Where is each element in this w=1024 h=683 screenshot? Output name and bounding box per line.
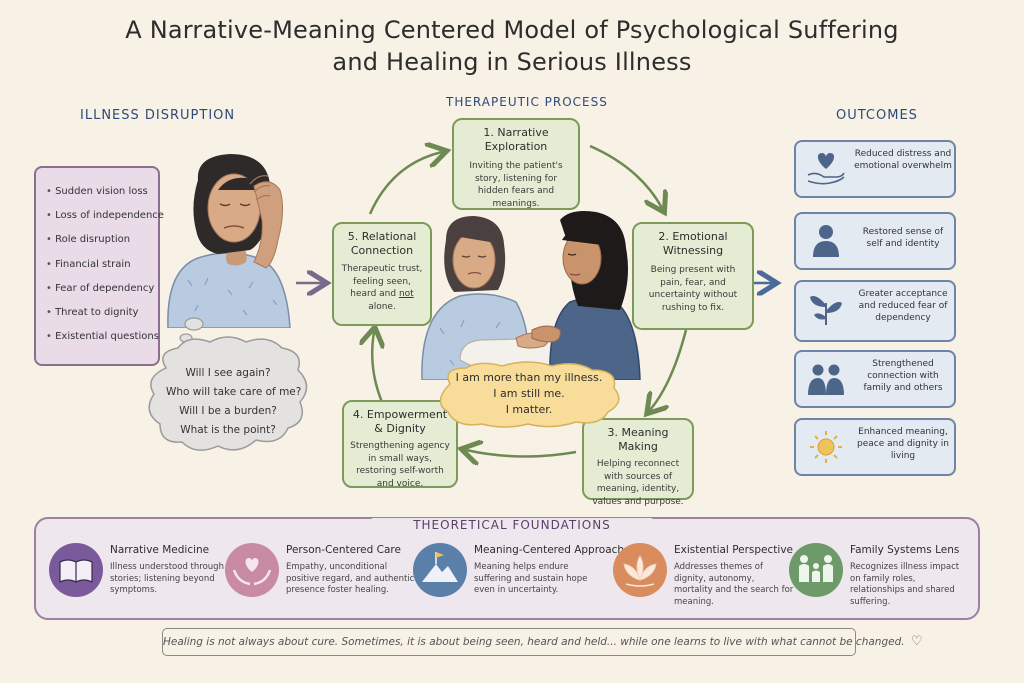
disruption-item: Fear of dependency (46, 277, 154, 301)
affirmation-text: I am more than my illness. I am still me… (438, 364, 620, 426)
sun-icon (810, 431, 842, 463)
outcome-card: Restored sense of self and identity (794, 212, 956, 270)
disruption-item: Sudden vision loss (46, 180, 150, 204)
affirmation-cloud (439, 361, 620, 428)
process-step-3: 3. Meaning Making Helping reconnect with… (582, 418, 694, 507)
thought-line: Will I see again? (185, 367, 271, 379)
step-desc: Therapeutic trust, feeling seen, heard a… (340, 263, 424, 313)
disruption-heading: Illness Disruption (80, 108, 236, 123)
hands-heart-icon (225, 543, 279, 597)
foundation-title: Existential Perspective (674, 544, 794, 556)
outcome-text: Reduced distress and emotional overwhelm (854, 149, 952, 171)
affirmation-line: I matter. (505, 403, 553, 416)
step-title: 5. Relational Connection (347, 230, 417, 257)
footer-quote: Healing is not always about cure. Someti… (162, 628, 923, 656)
outcome-card: Enhanced meaning, peace and dignity in l… (794, 418, 956, 476)
step-title: 2. Emotional Witnessing (658, 230, 728, 257)
arrow-step3-to-step4 (466, 450, 577, 457)
family-icon (789, 543, 843, 597)
foundation-desc: Recognizes illness impact on family role… (850, 562, 960, 607)
foundation-item: Person-Centered Care Empathy, unconditio… (224, 540, 414, 612)
thought-cloud (148, 317, 308, 451)
thought-line: What is the point? (180, 424, 276, 436)
disruption-item: Financial strain (46, 253, 150, 277)
process-step-4: 4. Empowerment & Dignity Strengthening a… (342, 400, 458, 489)
outcome-text: Enhanced meaning, peace and dignity in l… (857, 427, 949, 461)
title-line-2: and Healing in Serious Illness (332, 48, 692, 76)
arrow-step4-to-step5 (372, 332, 382, 403)
step-desc-part: Therapeutic trust, feeling seen, heard a… (341, 264, 423, 299)
step-desc: Helping reconnect with sources of meanin… (592, 459, 684, 507)
arrow-step2-to-step3 (650, 329, 688, 410)
heart-outline-icon: ♡ (910, 634, 923, 649)
foundation-item: Meaning-Centered Approach Meaning helps … (412, 540, 624, 612)
heart-hand-icon (807, 153, 845, 185)
step-desc-part: alone. (368, 301, 396, 312)
thought-line: Will I be a burden? (179, 405, 277, 417)
foundation-desc: Meaning helps endure suffering and susta… (474, 562, 588, 595)
distressed-patient-illustration (167, 154, 291, 328)
step-title: 1. Narrative Exploration (483, 126, 549, 153)
foundation-title: Family Systems Lens (850, 544, 960, 556)
disruption-item: Loss of independence (46, 204, 164, 228)
step-desc-underlined: not (398, 289, 414, 299)
disruption-item: Role disruption (46, 228, 150, 252)
foundation-desc: Illness understood through stories; list… (110, 562, 224, 595)
outcomes-heading: Outcomes (836, 108, 918, 123)
affirmation-line: I am still me. (493, 387, 565, 400)
foundation-title: Narrative Medicine (110, 544, 210, 556)
outcome-card: Greater acceptance and reduced fear of d… (794, 280, 956, 342)
outcome-text: Strengthened connection with family and … (863, 359, 943, 393)
step-title: 3. Meaning Making (607, 426, 669, 453)
foundation-item: Family Systems Lens Recognizes illness i… (788, 540, 978, 612)
outcome-text: Restored sense of self and identity (862, 227, 944, 249)
disruption-item: Threat to dignity (46, 301, 150, 325)
arrow-step5-to-step1 (368, 152, 442, 215)
process-step-5: 5. Relational Connection Therapeutic tru… (332, 222, 432, 326)
disruption-item: Existential questions (46, 325, 159, 349)
mountain-flag-icon (413, 543, 467, 597)
foundation-desc: Empathy, unconditional positive regard, … (286, 562, 415, 595)
foundation-title: Meaning-Centered Approach (474, 544, 625, 556)
cloud-thoughts: Will I see again? Who will take care of … (166, 364, 302, 440)
main-title: A Narrative-Meaning Centered Model of Ps… (60, 14, 964, 78)
person-icon (813, 225, 839, 257)
disruption-list: Sudden vision loss Loss of independence … (34, 166, 164, 366)
foundation-desc: Addresses themes of dignity, autonomy, m… (674, 562, 794, 607)
arrow-step1-to-step2 (589, 144, 662, 208)
step-desc: Strengthening agency in small ways, rest… (350, 441, 450, 489)
book-icon (49, 543, 103, 597)
thought-line: Who will take care of me? (166, 386, 302, 398)
foundation-title: Person-Centered Care (286, 544, 401, 556)
process-step-1: 1. Narrative Exploration Inviting the pa… (452, 118, 580, 210)
process-heading: Therapeutic Process (446, 95, 608, 109)
step-desc: Inviting the patient's story, listening … (469, 161, 563, 209)
lotus-icon (613, 543, 667, 597)
sprout-icon (810, 296, 842, 325)
affirmation-line: I am more than my illness. (455, 371, 603, 384)
title-line-1: A Narrative-Meaning Centered Model of Ps… (125, 16, 899, 44)
people-icon (808, 364, 844, 395)
foundations-heading: Theoretical Foundations (372, 518, 652, 532)
process-step-2: 2. Emotional Witnessing Being present wi… (632, 222, 754, 330)
foundation-item: Existential Perspective Addresses themes… (612, 540, 802, 612)
outcome-card: Reduced distress and emotional overwhelm (794, 140, 956, 198)
step-title: 4. Empowerment & Dignity (352, 408, 448, 435)
step-desc: Being present with pain, fear, and uncer… (648, 265, 738, 313)
caregiver-patient-illustration (421, 211, 641, 380)
foundation-item: Narrative Medicine Illness understood th… (48, 540, 238, 612)
footer-text: Healing is not always about cure. Someti… (163, 636, 905, 648)
outcome-text: Greater acceptance and reduced fear of d… (858, 289, 948, 323)
outcome-card: Strengthened connection with family and … (794, 350, 956, 408)
